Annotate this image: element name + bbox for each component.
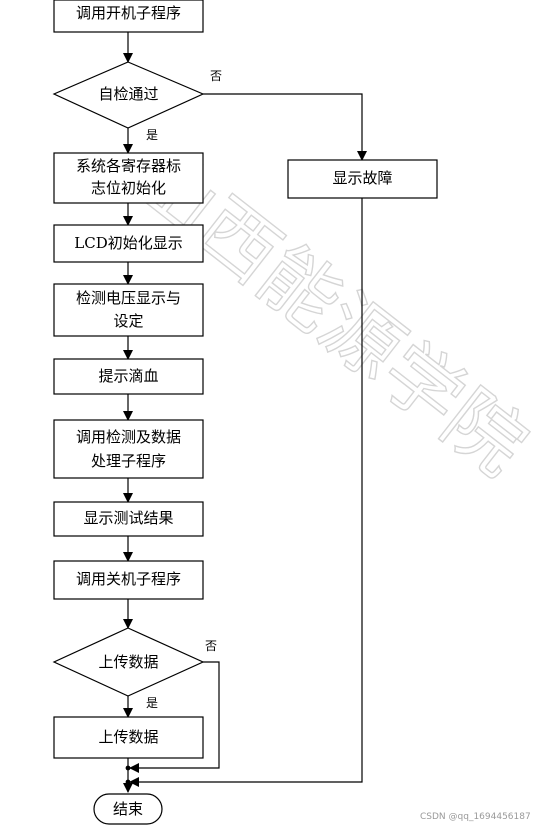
junction-dot bbox=[125, 765, 131, 771]
self-check-decision: 自检通过 bbox=[52, 61, 205, 129]
show-result-label: 显示测试结果 bbox=[83, 509, 173, 527]
call-detect-box: 调用检测及数据 处理子程序 bbox=[53, 419, 204, 479]
connector bbox=[129, 198, 363, 787]
call-poweron-label: 调用开机子程序 bbox=[76, 4, 181, 22]
prompt-blood-box: 提示滴血 bbox=[53, 358, 204, 395]
lcd-init-label: LCD初始化显示 bbox=[74, 234, 182, 252]
prompt-blood-label: 提示滴血 bbox=[98, 367, 158, 385]
self-check-label: 自检通过 bbox=[98, 85, 158, 103]
init-registers-label-line1: 系统各寄存器标 bbox=[76, 157, 181, 175]
init-registers-box: 系统各寄存器标 志位初始化 bbox=[53, 152, 204, 204]
voltage-label-line1: 检测电压显示与 bbox=[76, 289, 181, 307]
upload-label: 上传数据 bbox=[98, 728, 158, 746]
call-detect-label-line2: 处理子程序 bbox=[91, 452, 166, 470]
call-poweroff-box: 调用关机子程序 bbox=[53, 560, 204, 600]
voltage-box: 检测电压显示与 设定 bbox=[53, 283, 204, 337]
show-result-box: 显示测试结果 bbox=[53, 501, 204, 537]
connector bbox=[203, 93, 367, 161]
call-poweroff-label: 调用关机子程序 bbox=[76, 570, 181, 588]
nodes: 调用开机子程序 自检通过 系统各寄存器标 志位初始化 显示故障 LCD初始化显示… bbox=[52, 0, 438, 825]
upload-yes-label: 是 bbox=[146, 696, 158, 710]
upload-no-label: 否 bbox=[205, 639, 217, 653]
self-check-yes-label: 是 bbox=[146, 128, 158, 142]
connectors bbox=[123, 32, 367, 793]
call-detect-label-line1: 调用检测及数据 bbox=[76, 428, 181, 446]
lcd-init-box: LCD初始化显示 bbox=[53, 224, 204, 263]
end-terminator: 结束 bbox=[93, 793, 163, 825]
show-fault-box: 显示故障 bbox=[287, 159, 438, 199]
init-registers-label-line2: 志位初始化 bbox=[91, 179, 166, 197]
csdn-credit: CSDN @qq_1694456187 bbox=[420, 812, 531, 822]
connector bbox=[129, 661, 220, 773]
voltage-label-line2: 设定 bbox=[113, 312, 143, 330]
show-fault-label: 显示故障 bbox=[332, 169, 392, 187]
junction-dot bbox=[125, 779, 131, 785]
upload-decision-label: 上传数据 bbox=[98, 653, 158, 671]
self-check-no-label: 否 bbox=[210, 69, 222, 83]
end-label: 结束 bbox=[113, 800, 143, 818]
call-poweron-box: 调用开机子程序 bbox=[53, 0, 204, 33]
upload-decision: 上传数据 bbox=[52, 627, 205, 697]
upload-box: 上传数据 bbox=[53, 716, 204, 759]
